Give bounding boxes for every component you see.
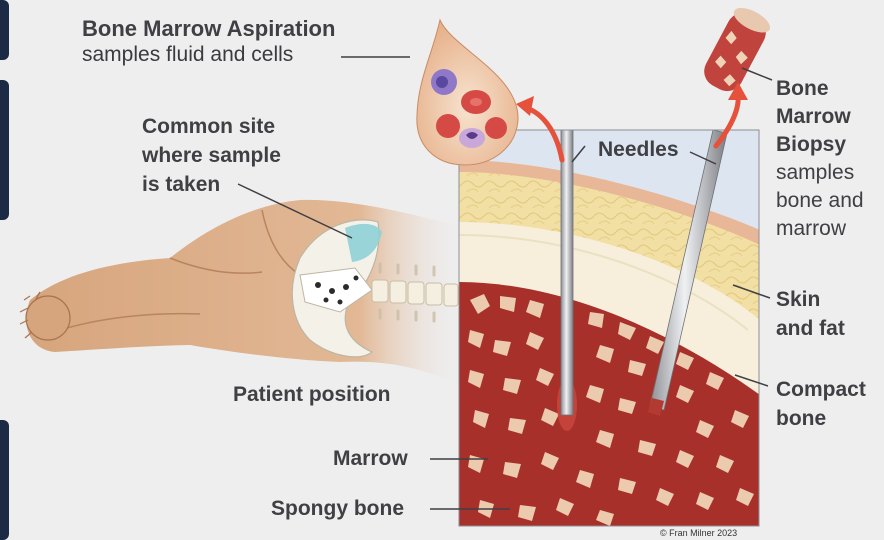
aspiration-arrow-head: [516, 96, 534, 116]
aspiration-needle: [561, 125, 573, 415]
aspiration-title: Bone Marrow Aspiration: [82, 16, 335, 42]
sample-site-label: Common site where sample is taken: [142, 112, 281, 199]
artist-credit: © Fran Milner 2023: [660, 528, 737, 538]
marrow-label: Marrow: [333, 444, 408, 473]
patient-position-label: Patient position: [233, 380, 391, 409]
skin-fat-line-2: and fat: [776, 314, 845, 343]
aspiration-label: Bone Marrow Aspiration samples fluid and…: [82, 16, 335, 68]
biopsy-line-6: marrow: [776, 215, 864, 243]
needles-text: Needles: [598, 135, 679, 164]
bone-cross-section: [459, 125, 760, 526]
biopsy-line-3: Biopsy: [776, 131, 864, 159]
aspiration-sample-droplet: [417, 20, 518, 165]
needles-label: Needles: [598, 135, 679, 164]
aspiration-subtitle: samples fluid and cells: [82, 42, 335, 68]
biopsy-core-sample: [699, 3, 774, 97]
marrow-text: Marrow: [333, 444, 408, 473]
biopsy-label: Bone Marrow Biopsy samples bone and marr…: [776, 75, 864, 243]
biopsy-line-2: Marrow: [776, 103, 864, 131]
biopsy-line-1: Bone: [776, 75, 864, 103]
compact-bone-label: Compact bone: [776, 375, 866, 433]
skin-fat-line-1: Skin: [776, 285, 845, 314]
sample-site-line-3: is taken: [142, 170, 281, 199]
spongy-bone-text: Spongy bone: [271, 494, 404, 523]
compact-bone-line-2: bone: [776, 404, 866, 433]
sample-site-line-2: where sample: [142, 141, 281, 170]
spongy-bone-label: Spongy bone: [271, 494, 404, 523]
compact-bone-line-1: Compact: [776, 375, 866, 404]
biopsy-line-5: bone and: [776, 187, 864, 215]
skin-fat-label: Skin and fat: [776, 285, 845, 343]
biopsy-line-4: samples: [776, 159, 864, 187]
sample-site-line-1: Common site: [142, 112, 281, 141]
patient-position-text: Patient position: [233, 380, 391, 409]
